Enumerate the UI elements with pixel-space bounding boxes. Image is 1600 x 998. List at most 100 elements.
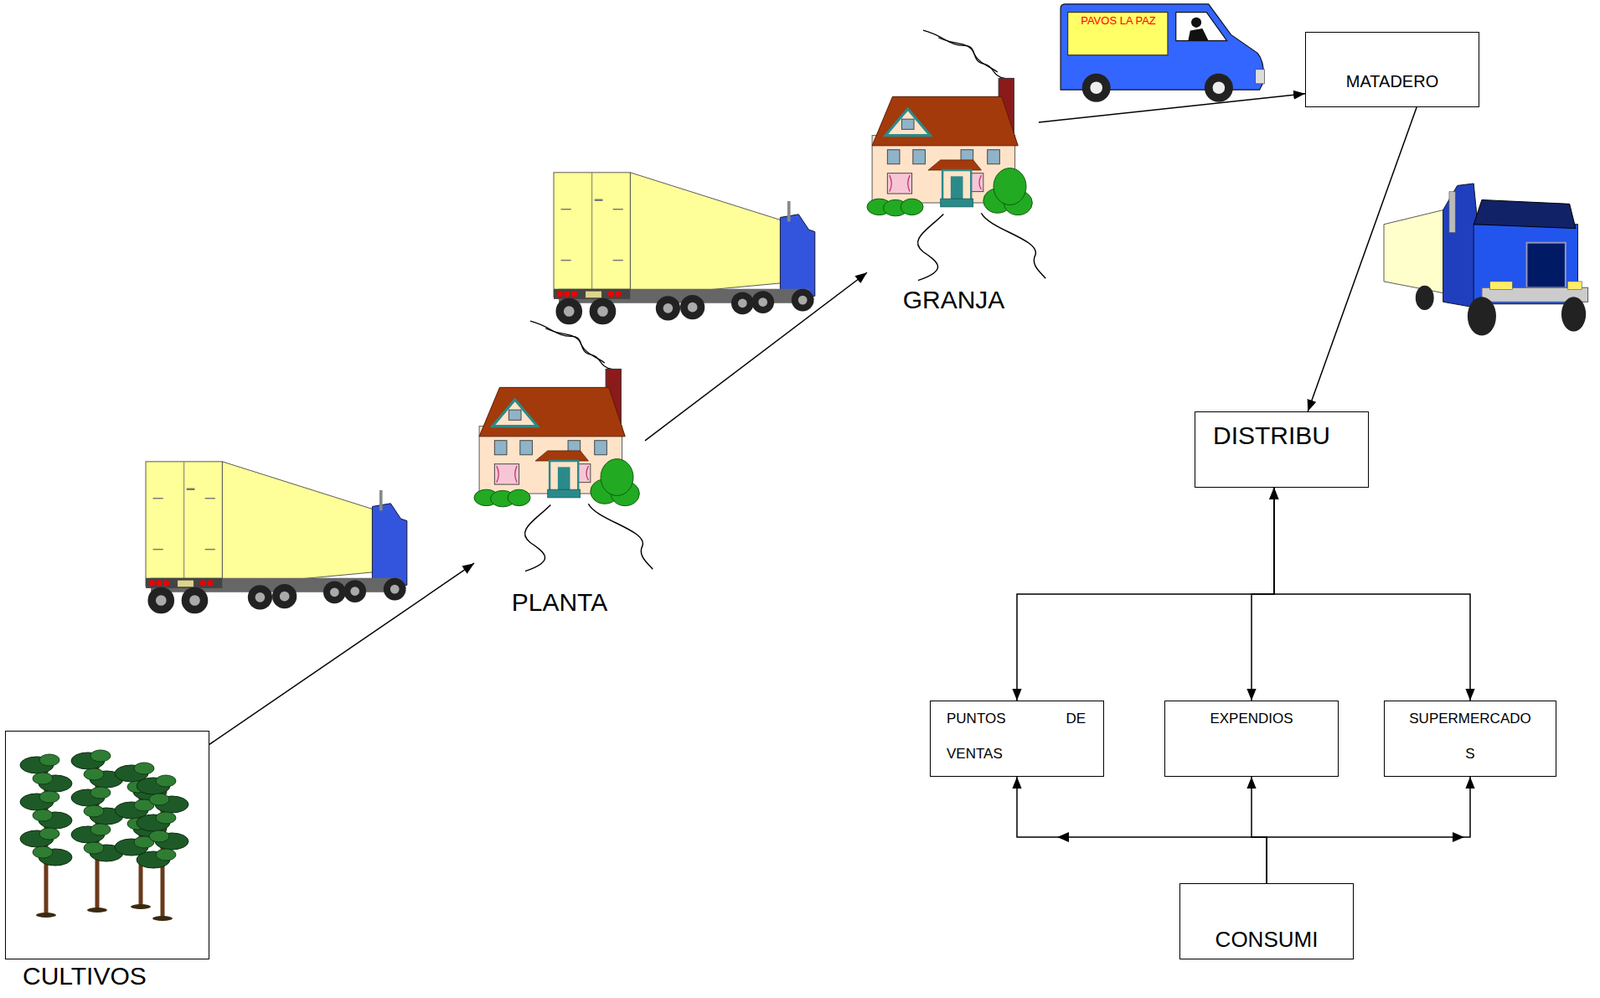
tree-base bbox=[36, 912, 57, 918]
wheel bbox=[680, 294, 705, 320]
box-label: SUPERMERCADO S bbox=[1405, 701, 1536, 772]
tail-light bbox=[571, 290, 578, 297]
van-bumper bbox=[1255, 69, 1265, 84]
flow-arrow bbox=[209, 562, 475, 744]
steps bbox=[547, 489, 581, 498]
hub bbox=[738, 298, 748, 308]
driver-head bbox=[1191, 17, 1202, 28]
porch-roof bbox=[928, 160, 981, 171]
door-handle bbox=[594, 199, 604, 202]
smoke bbox=[938, 37, 998, 73]
wheel bbox=[323, 580, 346, 604]
box-label: CONSUMI bbox=[1185, 927, 1348, 953]
process-box: DISTRIBU bbox=[1194, 411, 1369, 488]
door-hinge bbox=[561, 259, 572, 261]
wheel bbox=[1415, 285, 1435, 310]
dormer bbox=[885, 108, 931, 136]
hub bbox=[350, 586, 360, 596]
process-box: MATADERO bbox=[1305, 31, 1480, 108]
bush bbox=[900, 198, 924, 215]
flow-arrow bbox=[1016, 487, 1275, 701]
wheel bbox=[1082, 73, 1111, 103]
tail-light bbox=[200, 579, 207, 586]
tail-light bbox=[614, 290, 621, 297]
wheel bbox=[1561, 296, 1586, 331]
door bbox=[950, 175, 964, 201]
door-hinge bbox=[153, 497, 164, 499]
flow-arrow bbox=[1251, 776, 1267, 883]
door-hinge bbox=[613, 208, 624, 210]
door-hinge bbox=[561, 208, 572, 210]
wheel bbox=[1204, 73, 1234, 103]
node-caption: CULTIVOS bbox=[22, 961, 147, 990]
roof bbox=[872, 96, 1018, 145]
van-illustration bbox=[1060, 4, 1265, 103]
hub bbox=[687, 302, 698, 313]
trailer bbox=[1383, 208, 1448, 294]
truck-illustration bbox=[553, 172, 816, 325]
bumper bbox=[553, 289, 630, 300]
process-box: PUNTOS DE VENTAS bbox=[929, 700, 1105, 777]
illustration-node: PLANTA bbox=[474, 366, 646, 572]
flow-arrow bbox=[1016, 776, 1267, 883]
window bbox=[494, 440, 507, 455]
porch bbox=[549, 460, 579, 492]
flow-arrow bbox=[1274, 487, 1471, 701]
wheel bbox=[147, 587, 175, 615]
window bbox=[913, 149, 926, 165]
window bbox=[901, 118, 914, 130]
dormer bbox=[492, 399, 538, 427]
smoke bbox=[530, 320, 612, 369]
porch bbox=[942, 170, 971, 202]
hub bbox=[155, 594, 167, 606]
porch-roof bbox=[535, 450, 589, 461]
house-illustration bbox=[474, 320, 653, 571]
curtain-window bbox=[887, 173, 912, 194]
tree-foliage bbox=[90, 823, 111, 836]
wheel bbox=[555, 298, 583, 326]
headlight bbox=[1567, 281, 1582, 290]
tree-foliage bbox=[155, 774, 176, 787]
tree-foliage bbox=[90, 786, 111, 799]
box-label: MATADERO bbox=[1310, 71, 1474, 92]
tail-light bbox=[563, 290, 570, 297]
hub bbox=[1212, 81, 1226, 94]
hub bbox=[758, 297, 768, 307]
van-sign-text: PAVOS LA PAZ bbox=[1068, 14, 1169, 27]
steps bbox=[940, 198, 974, 207]
path-line bbox=[525, 504, 552, 571]
tree-base bbox=[152, 915, 173, 921]
node-caption: PLANTA bbox=[474, 588, 646, 616]
hub bbox=[279, 591, 290, 602]
bush bbox=[993, 168, 1027, 206]
node-caption: GRANJA bbox=[867, 285, 1041, 314]
window bbox=[987, 149, 1001, 165]
curtain bbox=[496, 465, 517, 482]
tree-foliage bbox=[149, 793, 170, 806]
tree-base bbox=[87, 907, 108, 913]
door-hinge bbox=[205, 548, 216, 550]
wheel bbox=[181, 587, 209, 615]
tree-foliage bbox=[32, 809, 53, 821]
tail-light bbox=[557, 290, 563, 297]
tree-foliage bbox=[32, 772, 53, 785]
tree-base bbox=[130, 903, 151, 909]
box-label: PUNTOS DE VENTAS bbox=[946, 701, 1086, 772]
flow-arrow bbox=[645, 272, 868, 441]
window bbox=[887, 149, 900, 165]
headlight bbox=[1490, 281, 1513, 290]
wheel bbox=[383, 578, 407, 601]
windshield bbox=[1473, 199, 1576, 228]
flow-arrow bbox=[1251, 487, 1275, 701]
wheel bbox=[247, 584, 273, 610]
license-plate bbox=[585, 290, 602, 299]
bumper bbox=[145, 578, 222, 589]
illustration-node: GRANJA bbox=[867, 76, 1041, 281]
cab-side bbox=[1443, 183, 1478, 309]
tree-foliage bbox=[83, 768, 104, 780]
van-window bbox=[1176, 12, 1228, 42]
truck-cab bbox=[779, 214, 815, 300]
